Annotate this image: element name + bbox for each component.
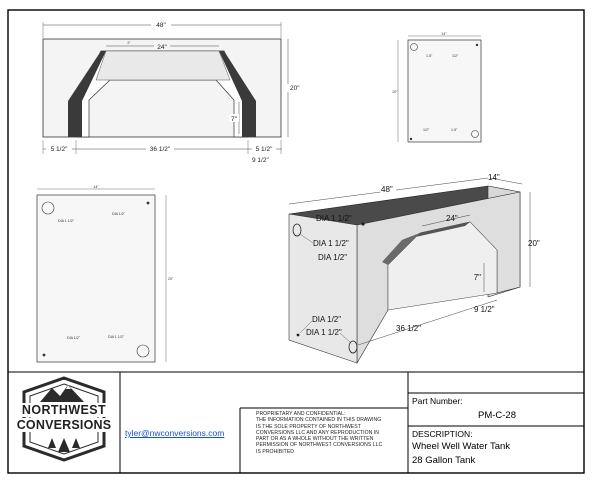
iso-dia-bottom-1: DIA 1/2" <box>312 315 341 324</box>
iso-dia-top: DIA 1 1/2" <box>316 214 352 223</box>
large-hole-br-dim: DIA 1 1/2" <box>108 335 125 339</box>
iso-height-dim: 20" <box>528 239 540 248</box>
large-hole-tl-dim: DIA 1 1/2" <box>58 219 75 223</box>
large-height-dim: 20" <box>168 277 174 281</box>
iso-dia-bottom-2: DIA 1 1/2" <box>306 328 342 337</box>
front-top-gap-dim: 2" <box>127 41 131 45</box>
part-number: PM-C-28 <box>477 410 516 421</box>
iso-dia-left-1: DIA 1 1/2" <box>313 239 349 248</box>
sheet-border <box>7 9 585 474</box>
front-right-margin-dim: 5 1/2" <box>256 146 273 153</box>
northwest-conversions-logo: NORTHWEST CONVERSIONS <box>16 376 112 462</box>
large-hole-tr-dim: DIA 1/2" <box>112 212 126 216</box>
iso-right-offset-dim: 9 1/2" <box>474 305 495 314</box>
small-hole-tr-dim: 1/2" <box>452 54 459 58</box>
legal-notice: PROPRIETARY AND CONFIDENTIAL: THE INFORM… <box>256 411 383 455</box>
front-width-dim: 48" <box>156 22 166 29</box>
large-top-view: 14" 20" DIA 1 1/2" DIA 1/2" DIA 1/2" DIA… <box>36 185 174 363</box>
small-hole-bl-dim: 1/2" <box>423 128 430 132</box>
small-hole-br-dim: 1.5" <box>451 128 458 132</box>
small-width-dim: 14" <box>441 32 447 36</box>
logo-line1: NORTHWEST <box>22 403 106 417</box>
iso-top-width-dim: 24" <box>446 214 458 223</box>
description-line2: 28 Gallon Tank <box>412 455 476 466</box>
isometric-view: 48" 14" 20" 24" 7" 9 1/2" 36 1/2" DIA 1 … <box>288 173 540 365</box>
large-width-dim: 14" <box>93 185 99 189</box>
part-number-label: Part Number: <box>412 396 463 406</box>
front-top-width-dim: 24" <box>157 44 167 51</box>
description-label: DESCRIPTION: <box>412 429 473 439</box>
iso-inner-height-dim: 7" <box>474 273 481 282</box>
front-height-dim: 20" <box>290 85 300 92</box>
small-top-view: 14" 20" 1.5" 1/2" 1/2" 1.5" <box>392 32 482 143</box>
iso-depth-dim: 14" <box>488 173 500 182</box>
description-line1: Wheel Well Water Tank <box>412 441 511 452</box>
front-view: 48" 24" 2" 20" 7" 5 1/2" 36 1/2" 5 1/2" … <box>42 20 301 164</box>
front-right-offset-dim: 9 1/2" <box>252 157 269 164</box>
small-height-dim: 20" <box>392 90 398 94</box>
iso-bottom-span-dim: 36 1/2" <box>396 324 421 333</box>
iso-length-dim: 48" <box>381 185 393 194</box>
email-link[interactable]: tyler@nwconversions.com <box>125 428 225 438</box>
front-inner-height-dim: 7" <box>231 116 238 123</box>
front-left-margin-dim: 5 1/2" <box>51 146 68 153</box>
large-hole-bl-dim: DIA 1/2" <box>67 336 81 340</box>
small-hole-tl-dim: 1.5" <box>426 54 433 58</box>
logo-line2: CONVERSIONS <box>17 418 112 432</box>
iso-dia-left-2: DIA 1/2" <box>318 253 347 262</box>
front-bottom-span-dim: 36 1/2" <box>150 146 171 153</box>
